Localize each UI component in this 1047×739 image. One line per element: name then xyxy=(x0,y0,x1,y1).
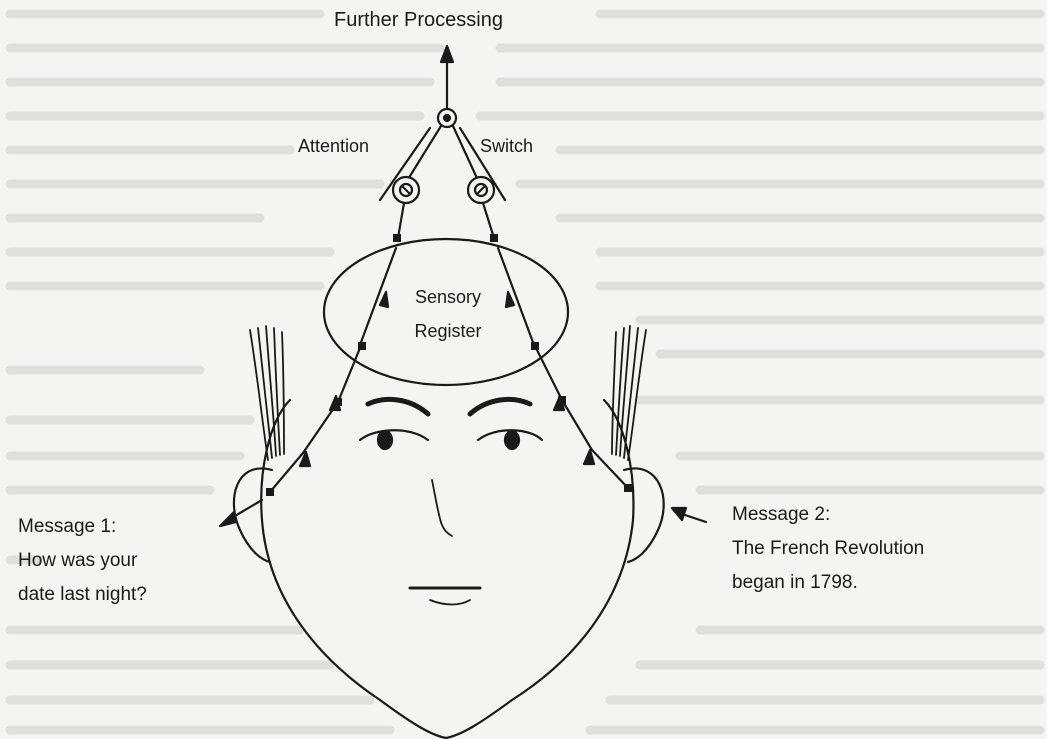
message2-line2: The French Revolution xyxy=(732,532,924,566)
sensory-register-line1: Sensory xyxy=(380,280,516,314)
mouth xyxy=(410,588,480,605)
right-eyebrow xyxy=(470,399,530,414)
left-hair-tuft xyxy=(250,326,284,460)
message2-line1: Message 2: xyxy=(732,498,924,532)
message2-arrow xyxy=(672,508,706,522)
sensory-register-label: Sensory Register xyxy=(380,280,516,348)
message1-label: Message 1: How was your date last night? xyxy=(18,510,147,612)
left-eyebrow xyxy=(368,399,428,414)
further-processing-label: Further Processing xyxy=(334,6,503,34)
head-outline xyxy=(261,400,633,738)
message2-line3: began in 1798. xyxy=(732,566,924,600)
message1-line2: How was your xyxy=(18,544,147,578)
nose xyxy=(432,480,452,536)
switch-label: Switch xyxy=(480,132,533,160)
register-output-lines xyxy=(398,203,494,238)
right-hair-tuft xyxy=(612,326,646,460)
message2-label: Message 2: The French Revolution began i… xyxy=(732,498,924,600)
message1-arrow xyxy=(220,500,262,526)
background-text-texture xyxy=(10,14,1040,730)
message1-line1: Message 1: xyxy=(18,510,147,544)
message1-line3: date last night? xyxy=(18,578,147,612)
attention-label: Attention xyxy=(298,132,369,160)
left-eye xyxy=(360,430,428,449)
right-ear xyxy=(624,468,664,562)
sensory-register-line2: Register xyxy=(380,314,516,348)
switch-selector xyxy=(468,177,494,203)
right-eye xyxy=(478,430,542,449)
attention-selector xyxy=(393,177,419,203)
output-arrow xyxy=(441,46,453,108)
